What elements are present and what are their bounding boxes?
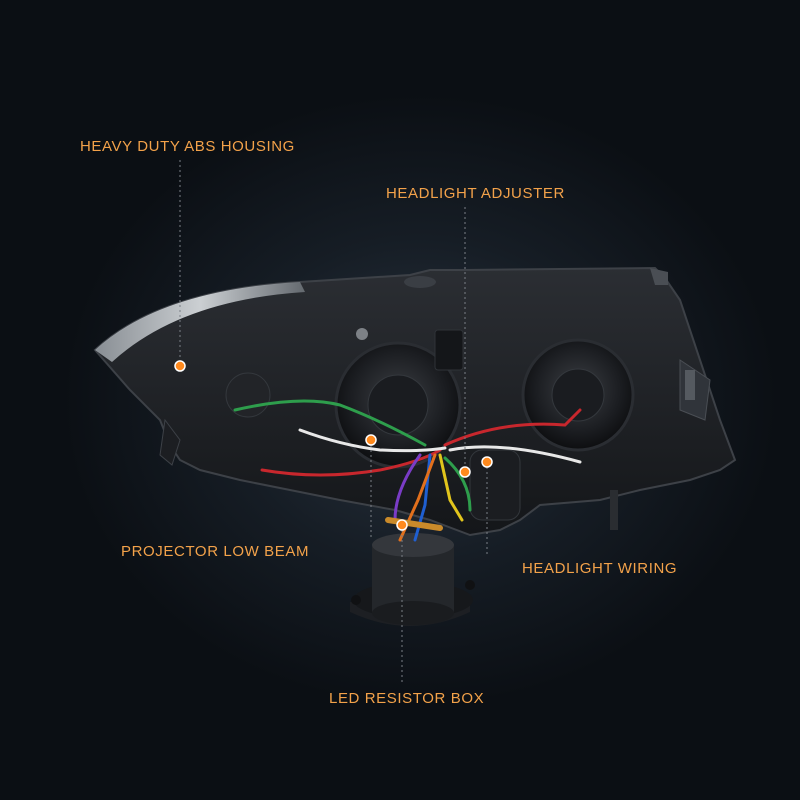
callout-wiring-label: HEADLIGHT WIRING [522,560,678,577]
marker-wiring [481,456,493,468]
resistor-box-shape [350,533,475,626]
callout-adjuster-label: HEADLIGHT ADJUSTER [386,185,565,202]
wiring-harness [233,399,582,542]
callout-projector-label: PROJECTOR LOW BEAM [121,543,310,560]
marker-adjuster [459,466,471,478]
marker-resistor [396,519,408,531]
leader-lines [179,160,488,684]
marker-housing [174,360,186,372]
callout-resistor-label: LED RESISTOR BOX [329,690,485,707]
marker-projector [365,434,377,446]
callout-markers [174,360,493,531]
callout-housing-label: HEAVY DUTY ABS HOUSING [80,138,295,155]
